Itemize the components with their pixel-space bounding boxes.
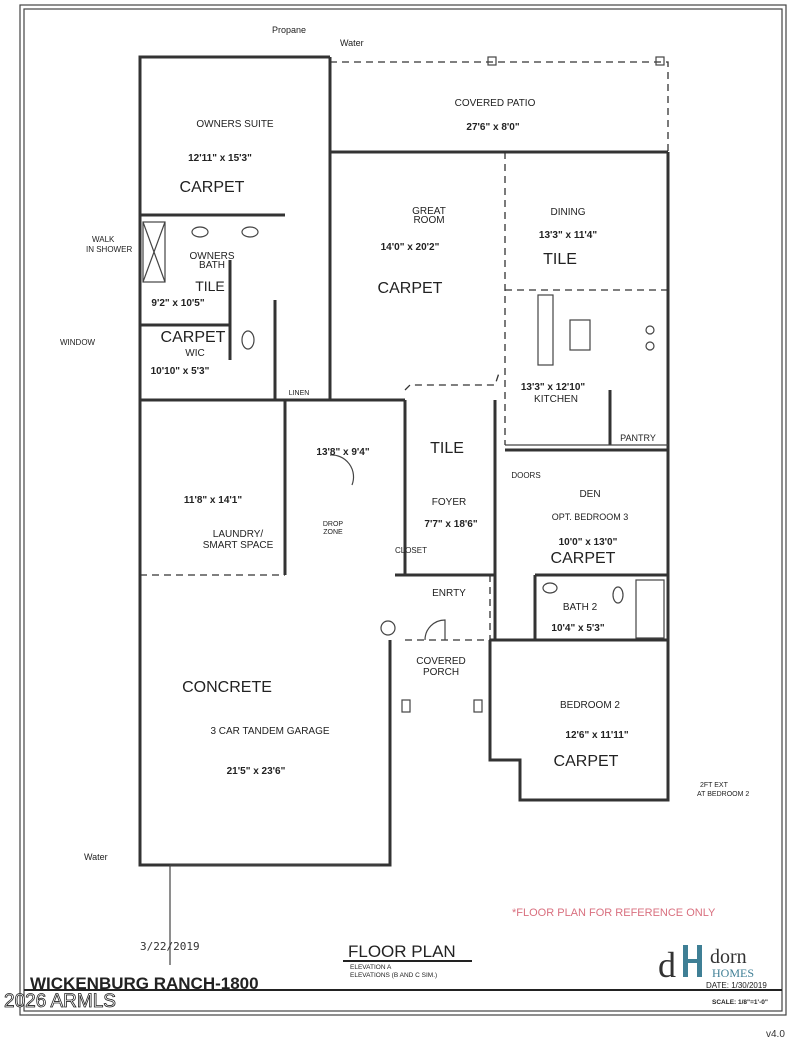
water-label-bottom: Water [84, 852, 108, 862]
owners-bath-floor: TILE [195, 278, 225, 294]
floor-plan-title: FLOOR PLAN [348, 942, 456, 961]
dorn-homes-logo: d dorn HOMES [658, 945, 754, 985]
propane-label: Propane [272, 25, 306, 35]
wic-name: WIC [185, 348, 204, 359]
dining-floor: TILE [543, 251, 577, 268]
closet-label: CLOSET [395, 546, 427, 555]
covered-porch-name-2: PORCH [423, 667, 459, 678]
den-doors-label: DOORS [511, 471, 540, 480]
bedroom2-size: 12'6" x 11'11" [565, 730, 628, 741]
drawing-border [19, 4, 787, 1016]
owners-suite-size: 12'11" x 15'3" [188, 153, 252, 164]
drop-zone-label: DROP [323, 521, 344, 528]
bath2-size: 10'4" x 5'3" [551, 623, 604, 634]
great-room-floor: CARPET [378, 280, 443, 297]
walk-in-shower-label: WALK [92, 235, 115, 244]
covered-patio-size: 27'6" x 8'0" [466, 122, 519, 133]
den-floor: CARPET [551, 550, 616, 567]
great-room-size: 14'0" x 20'2" [381, 242, 440, 253]
water-label-top: Water [340, 38, 364, 48]
dining-size: 13'3" x 11'4" [539, 230, 597, 241]
great-room-name-2: ROOM [413, 215, 444, 226]
den-name: DEN [579, 489, 600, 500]
covered-patio-name: COVERED PATIO [455, 98, 536, 109]
dining-name: DINING [551, 207, 586, 218]
handwritten-date: 3/22/2019 [140, 940, 200, 953]
pantry-label: PANTRY [620, 433, 656, 443]
plan-scale: SCALE: 1/8"=1'-0" [712, 999, 768, 1006]
covered-porch-name: COVERED [416, 656, 465, 667]
laundry-name: LAUNDRY/ [213, 529, 264, 540]
elevation-a: ELEVATION A [350, 964, 392, 971]
great-room-name: GREAT [412, 206, 446, 217]
watermark: 2026 ARMLS [4, 991, 116, 1012]
garage-name: 3 CAR TANDEM GARAGE [210, 726, 329, 737]
foyer-name: FOYER [432, 497, 466, 508]
elevations-b-c: ELEVATIONS (B AND C SIM.) [350, 972, 437, 979]
laundry-name-2: SMART SPACE [203, 540, 274, 551]
laundry-size: 13'8" x 9'4" [316, 447, 369, 458]
ext-note-2: AT BEDROOM 2 [697, 791, 749, 798]
den-size: 10'0" x 13'0" [559, 537, 618, 548]
drop-zone-label-2: ZONE [323, 529, 343, 536]
foyer-floor: TILE [430, 440, 464, 457]
kitchen-name: KITCHEN [534, 394, 578, 405]
owners-suite-floor: CARPET [180, 179, 245, 196]
linen-label: LINEN [289, 390, 310, 397]
wic-size: 10'10" x 5'3" [151, 366, 210, 377]
walls [138, 55, 670, 867]
reference-note: *FLOOR PLAN FOR REFERENCE ONLY [512, 907, 716, 919]
walk-in-shower-label-2: IN SHOWER [86, 245, 132, 254]
wic-floor: CARPET [161, 329, 226, 346]
foyer-size: 7'7" x 18'6" [424, 519, 477, 530]
svg-text:HOMES: HOMES [712, 966, 754, 980]
ext-note: 2FT EXT [700, 782, 729, 789]
owners-bath-name-2: BATH [199, 260, 225, 271]
kitchen-size: 13'3" x 12'10" [521, 382, 586, 393]
bedroom2-floor: CARPET [554, 753, 619, 770]
entry-name: ENRTY [432, 588, 466, 599]
plan-date: DATE: 1/30/2019 [706, 981, 767, 990]
project-name: WICKENBURG RANCH-1800 [30, 974, 259, 993]
dashed-boundaries [140, 61, 669, 965]
garage-size: 21'5" x 23'6" [227, 766, 286, 777]
smart-space-size: 11'8" x 14'1" [184, 495, 242, 506]
fixtures [142, 56, 665, 713]
owners-suite-name: OWNERS SUITE [196, 119, 274, 130]
garage-floor: CONCRETE [182, 679, 272, 696]
den-alt-label: OPT. BEDROOM 3 [552, 512, 629, 522]
bath2-name: BATH 2 [563, 602, 598, 613]
version-label: v4.0 [766, 1029, 785, 1040]
svg-text:d: d [658, 945, 676, 985]
svg-text:dorn: dorn [710, 946, 747, 968]
window-label: WINDOW [60, 338, 96, 347]
bedroom2-name: BEDROOM 2 [560, 700, 620, 711]
owners-bath-name: OWNERS [190, 251, 235, 262]
owners-bath-size: 9'2" x 10'5" [151, 298, 204, 309]
